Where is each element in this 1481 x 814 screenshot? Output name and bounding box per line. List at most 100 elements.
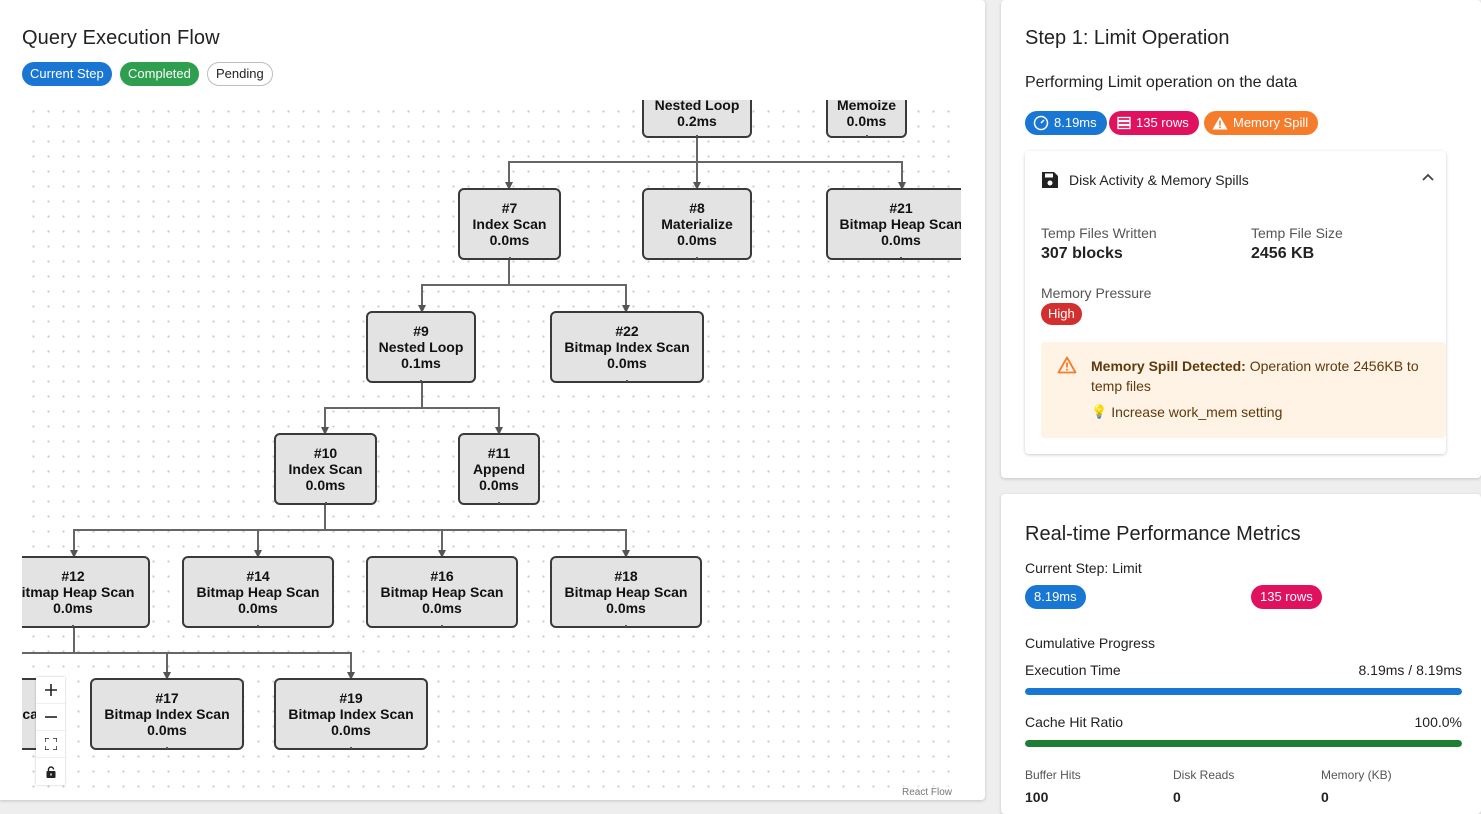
perf-time-pill-label: 8.19ms bbox=[1034, 589, 1077, 604]
legend-completed: Completed bbox=[120, 62, 199, 86]
rows-icon bbox=[1117, 116, 1131, 130]
perf-rows-pill: 135 rows bbox=[1251, 585, 1322, 609]
perf-time-pill: 8.19ms bbox=[1025, 585, 1086, 609]
node-label: ca bbox=[22, 706, 38, 722]
plus-icon bbox=[44, 684, 57, 696]
node-label: Bitmap Heap Scan bbox=[196, 584, 320, 600]
alert-title: Memory Spill Detected: bbox=[1091, 358, 1246, 374]
node-22[interactable]: #22 Bitmap Index Scan 0.0ms bbox=[550, 311, 704, 383]
node-id: #21 bbox=[889, 200, 913, 216]
node-18[interactable]: #18 Bitmap Heap Scan 0.0ms bbox=[550, 556, 702, 628]
node-9[interactable]: #9 Nested Loop 0.1ms bbox=[366, 311, 476, 383]
memory-pressure-badge: High bbox=[1041, 303, 1082, 325]
warning-icon bbox=[1212, 116, 1228, 130]
zoom-out-button[interactable] bbox=[36, 704, 65, 731]
speedometer-icon bbox=[1033, 115, 1049, 131]
alert-message: Memory Spill Detected: Operation wrote 2… bbox=[1091, 356, 1436, 396]
node-7[interactable]: #7 Index Scan 0.0ms bbox=[458, 188, 561, 260]
node-12[interactable]: #12 Bitmap Heap Scan 0.0ms bbox=[22, 556, 150, 628]
disk-reads-value: 0 bbox=[1173, 789, 1181, 805]
temp-files-value: 307 blocks bbox=[1041, 245, 1123, 262]
cache-hit-bar bbox=[1025, 740, 1462, 747]
cumulative-progress-label: Cumulative Progress bbox=[1025, 635, 1155, 651]
react-flow-attribution[interactable]: React Flow bbox=[898, 786, 957, 799]
memory-spill-alert: Memory Spill Detected: Operation wrote 2… bbox=[1041, 342, 1446, 438]
node-id: #16 bbox=[430, 568, 454, 584]
node-id: #8 bbox=[689, 200, 705, 216]
execution-time-label: Execution Time bbox=[1025, 662, 1121, 678]
lock-button[interactable] bbox=[36, 758, 65, 785]
node-time: 0.0ms bbox=[305, 477, 346, 493]
node-label: Bitmap Heap Scan bbox=[564, 584, 688, 600]
node-id: #17 bbox=[155, 690, 179, 706]
node-label: Materialize bbox=[661, 216, 733, 232]
node-8[interactable]: #8 Materialize 0.0ms bbox=[642, 188, 752, 260]
node-label: Bitmap Index Scan bbox=[564, 339, 690, 355]
flow-title: Query Execution Flow bbox=[22, 27, 220, 49]
node-17[interactable]: #17 Bitmap Index Scan 0.0ms bbox=[90, 678, 244, 750]
node-time: 0.0ms bbox=[606, 600, 646, 616]
node-10[interactable]: #10 Index Scan 0.0ms bbox=[274, 433, 377, 505]
node-19[interactable]: #19 Bitmap Index Scan 0.0ms bbox=[274, 678, 428, 750]
node-time: 0.0ms bbox=[846, 113, 887, 129]
node-label: Bitmap Heap Scan bbox=[839, 216, 961, 232]
buffer-hits-value: 100 bbox=[1025, 789, 1049, 805]
warning-icon bbox=[1057, 356, 1077, 374]
legend-pending: Pending bbox=[207, 62, 273, 86]
legend-current-step: Current Step bbox=[22, 62, 112, 86]
zoom-in-button[interactable] bbox=[36, 677, 65, 704]
save-disk-icon bbox=[1042, 172, 1058, 188]
node-14[interactable]: #14 Bitmap Heap Scan 0.0ms bbox=[182, 556, 334, 628]
time-pill-label: 8.19ms bbox=[1054, 115, 1097, 130]
step-title: Step 1: Limit Operation bbox=[1025, 27, 1230, 49]
alert-tip-text: Increase work_mem setting bbox=[1111, 404, 1283, 420]
memory-spill-pill: Memory Spill bbox=[1204, 111, 1319, 135]
fit-view-icon bbox=[44, 738, 57, 750]
node-nested-loop-top[interactable]: Nested Loop 0.2ms bbox=[642, 100, 752, 138]
temp-size-label: Temp File Size bbox=[1251, 225, 1343, 241]
lock-icon bbox=[46, 765, 55, 778]
flow-canvas[interactable]: Nested Loop 0.2ms Memoize 0.0ms #7 Index… bbox=[22, 100, 961, 800]
node-time: 0.0ms bbox=[677, 232, 717, 248]
node-time: 0.0ms bbox=[881, 232, 921, 248]
execution-time-bar bbox=[1025, 688, 1462, 695]
node-time: 0.0ms bbox=[607, 355, 647, 371]
node-time: 0.0ms bbox=[238, 600, 278, 616]
node-16[interactable]: #16 Bitmap Heap Scan 0.0ms bbox=[366, 556, 518, 628]
node-time: 0.0ms bbox=[53, 600, 93, 616]
step-description: Performing Limit operation on the data bbox=[1025, 74, 1298, 91]
disk-activity-header[interactable]: Disk Activity & Memory Spills bbox=[1041, 171, 1249, 189]
node-time: 0.0ms bbox=[489, 232, 530, 248]
node-label: Nested Loop bbox=[378, 339, 464, 355]
node-label: Bitmap Heap Scan bbox=[380, 584, 504, 600]
buffer-hits-label: Buffer Hits bbox=[1025, 768, 1081, 782]
minus-icon bbox=[44, 716, 57, 718]
node-id: #14 bbox=[246, 568, 270, 584]
time-pill: 8.19ms bbox=[1025, 111, 1107, 135]
memory-pressure-label: Memory Pressure bbox=[1041, 285, 1152, 301]
node-label: Bitmap Heap Scan bbox=[22, 584, 135, 600]
node-time: 0.2ms bbox=[677, 113, 717, 129]
node-21[interactable]: #21 Bitmap Heap Scan 0.0ms bbox=[826, 188, 961, 260]
cache-hit-label: Cache Hit Ratio bbox=[1025, 714, 1124, 730]
flow-controls bbox=[36, 677, 65, 785]
node-id: #7 bbox=[501, 200, 518, 216]
cache-hit-value: 100.0% bbox=[1414, 714, 1462, 730]
node-label: Append bbox=[472, 461, 526, 477]
chevron-up-icon[interactable] bbox=[1422, 173, 1434, 181]
memory-spill-pill-label: Memory Spill bbox=[1233, 115, 1309, 130]
node-id: #12 bbox=[61, 568, 85, 584]
performance-card: Real-time Performance Metrics Current St… bbox=[1001, 494, 1481, 814]
node-memoize[interactable]: Memoize 0.0ms bbox=[826, 100, 907, 138]
flow-edges bbox=[22, 137, 906, 680]
node-label: Bitmap Index Scan bbox=[104, 706, 230, 722]
execution-time-bar-fill bbox=[1025, 688, 1462, 695]
node-time: 0.0ms bbox=[479, 477, 519, 493]
node-time: 0.1ms bbox=[401, 355, 441, 371]
fit-view-button[interactable] bbox=[36, 731, 65, 758]
rows-pill-label: 135 rows bbox=[1136, 115, 1189, 130]
node-id: #11 bbox=[487, 445, 511, 461]
flow-panel: Query Execution Flow Current Step Comple… bbox=[0, 0, 985, 800]
current-step-label: Current Step: Limit bbox=[1025, 560, 1142, 576]
node-11[interactable]: #11 Append 0.0ms bbox=[458, 433, 540, 505]
